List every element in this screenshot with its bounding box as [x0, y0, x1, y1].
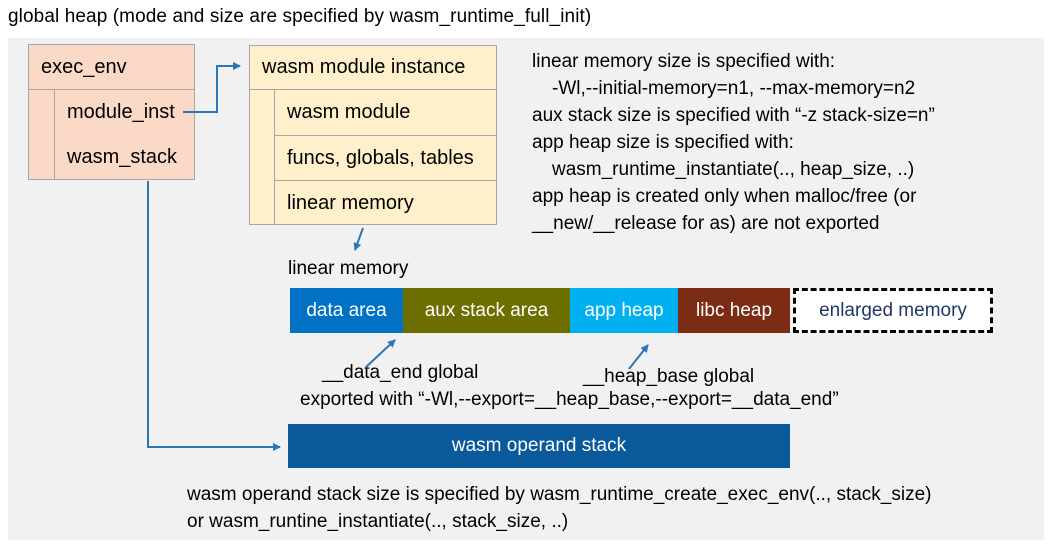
linear-memory-label: linear memory — [288, 258, 409, 279]
note-line: -Wl,--initial-memory=n1, --max-memory=n2 — [552, 78, 916, 99]
segment-enlarged-memory: enlarged memory — [793, 288, 993, 333]
export-flags-label: exported with “-Wl,--export=__heap_base,… — [300, 389, 839, 410]
note-line: wasm_runtime_instantiate(.., heap_size, … — [552, 159, 915, 180]
segment-libc-heap: libc heap — [678, 288, 790, 333]
diagram-title: global heap (mode and size are specified… — [8, 6, 592, 27]
note-line: aux stack size is specified with “-z sta… — [532, 105, 935, 126]
wasm-module-instance-box: wasm module instance wasm module funcs, … — [249, 45, 497, 225]
memory-size-notes: linear memory size is specified with: -W… — [532, 48, 935, 237]
note-line: app heap is created only when malloc/fre… — [532, 186, 917, 207]
module-instance-row-wasm-module: wasm module — [274, 90, 496, 135]
segment-app-heap: app heap — [570, 288, 678, 333]
exec-env-row-module-inst: module_inst — [54, 90, 194, 135]
module-instance-row-funcs-globals-tables: funcs, globals, tables — [274, 135, 496, 180]
operand-stack-notes: wasm operand stack size is specified by … — [187, 481, 932, 535]
note-line: or wasm_runtine_instantiate(.., stack_si… — [187, 511, 569, 532]
exec-env-row-wasm-stack: wasm_stack — [54, 135, 194, 180]
linear-memory-bar: data area aux stack area app heap libc h… — [290, 288, 993, 333]
note-line: __new/__release for as) are not exported — [532, 213, 880, 234]
note-line: wasm operand stack size is specified by … — [187, 484, 932, 505]
heap-base-global-label: __heap_base global — [583, 366, 755, 387]
exec-env-box: exec_env module_inst wasm_stack — [28, 44, 195, 180]
module-instance-header: wasm module instance — [250, 46, 496, 90]
segment-data-area: data area — [290, 288, 403, 333]
note-line: app heap size is specified with: — [532, 132, 794, 153]
wasm-operand-stack-box: wasm operand stack — [288, 424, 790, 468]
data-end-global-label: __data_end global — [322, 362, 479, 383]
module-instance-row-linear-memory: linear memory — [274, 180, 496, 225]
segment-aux-stack-area: aux stack area — [403, 288, 570, 333]
exec-env-header: exec_env — [29, 45, 194, 90]
note-line: linear memory size is specified with: — [532, 51, 836, 72]
